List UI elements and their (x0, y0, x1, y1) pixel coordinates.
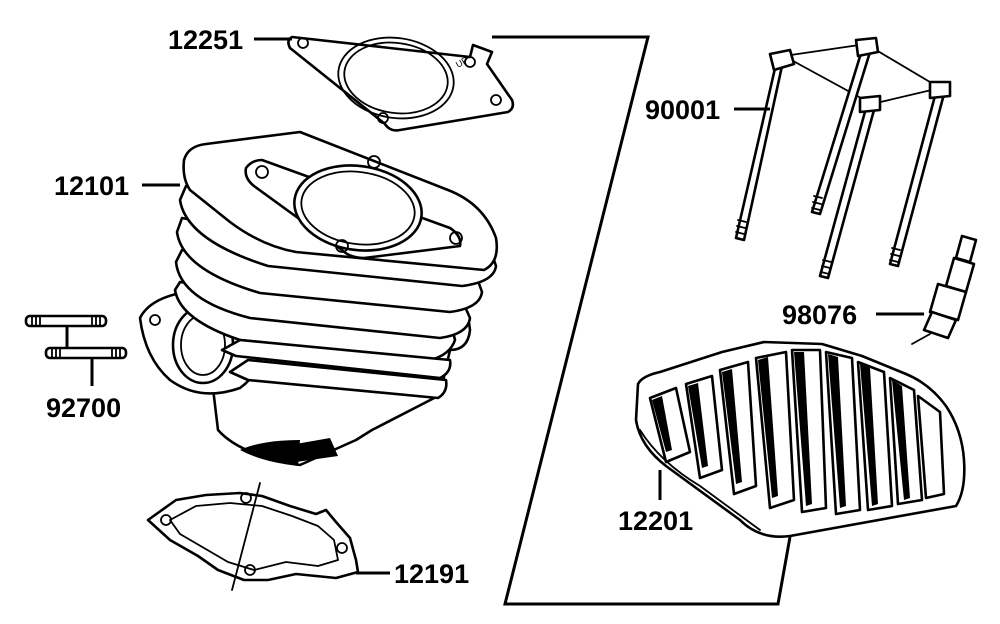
cylinder-base-gasket (146, 482, 360, 591)
assembly-bracket (492, 35, 792, 606)
part-label-12201: 12201 (618, 506, 693, 536)
cylinder-head-gasket: UP (287, 35, 515, 132)
part-label-12251: 12251 (168, 25, 243, 55)
part-label-90001: 90001 (645, 95, 720, 125)
cylinder-head-bolts (734, 36, 952, 280)
part-label-12101: 12101 (54, 171, 129, 201)
cylinder-studs (24, 314, 128, 360)
part-label-98076: 98076 (782, 300, 857, 330)
part-label-12191: 12191 (394, 559, 469, 589)
spark-plug (911, 234, 978, 345)
leader-lines (90, 37, 924, 575)
part-label-92700: 92700 (46, 393, 121, 423)
cylinder-head (634, 340, 966, 538)
cylinder-block (138, 130, 499, 467)
